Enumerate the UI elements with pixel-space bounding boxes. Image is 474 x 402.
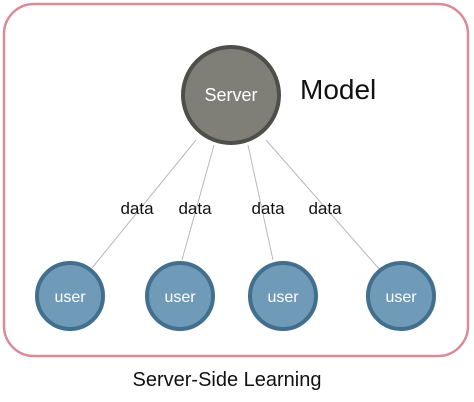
edge-user-3 xyxy=(247,144,274,261)
user-circle xyxy=(248,261,318,331)
edge-label-data: data xyxy=(120,199,154,218)
user-node: user xyxy=(145,261,215,331)
user-node: user xyxy=(35,261,105,331)
server-node: Server xyxy=(181,45,281,145)
user-circle xyxy=(366,261,436,331)
user-nodes: user user user user xyxy=(35,261,436,331)
diagram-caption: Server-Side Learning xyxy=(133,369,322,391)
connector-lines xyxy=(91,139,381,271)
edge-user-4 xyxy=(265,139,381,271)
user-label: user xyxy=(164,289,196,306)
user-label: user xyxy=(267,289,299,306)
user-circle xyxy=(145,261,215,331)
edge-user-2 xyxy=(181,144,215,261)
user-node: user xyxy=(248,261,318,331)
user-circle xyxy=(35,261,105,331)
diagram-frame xyxy=(2,2,470,358)
server-label: Server xyxy=(204,85,257,105)
edge-label-data: data xyxy=(308,199,342,218)
user-node: user xyxy=(366,261,436,331)
edge-label-data: data xyxy=(251,199,285,218)
edge-labels: data data data data xyxy=(120,199,342,218)
user-label: user xyxy=(385,289,417,306)
model-label: Model xyxy=(300,74,376,105)
edge-user-1 xyxy=(91,139,197,269)
server-circle xyxy=(181,45,281,145)
edge-label-data: data xyxy=(178,199,212,218)
user-label: user xyxy=(54,289,86,306)
